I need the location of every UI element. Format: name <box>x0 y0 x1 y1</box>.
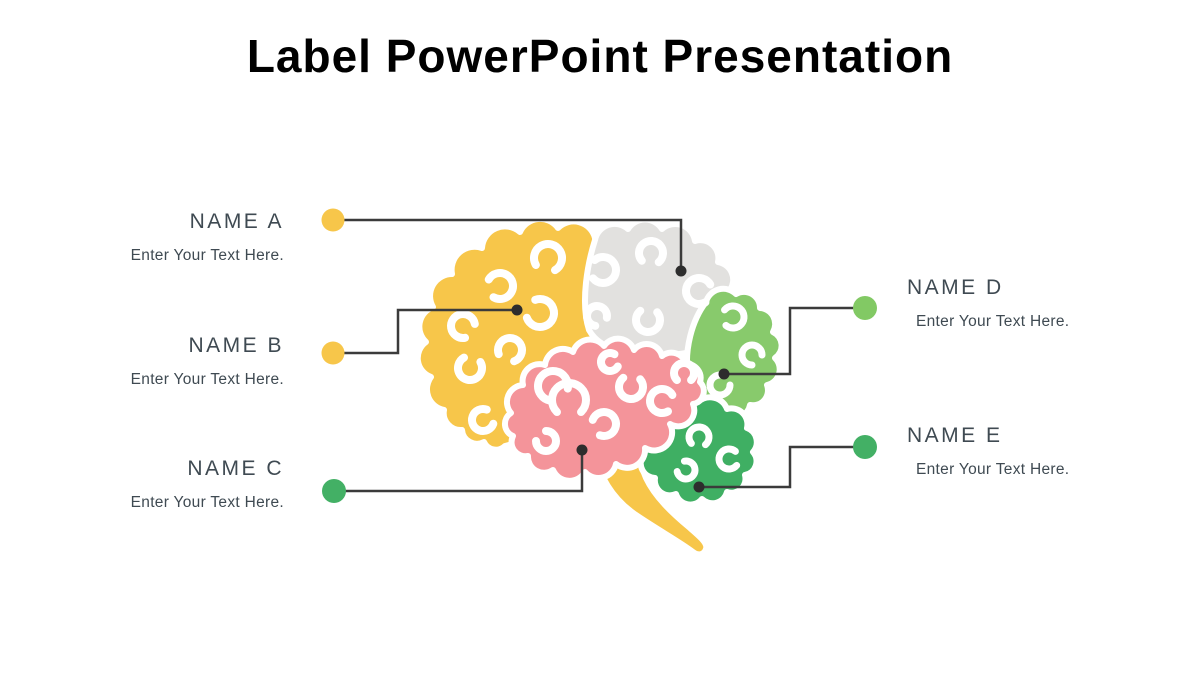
connector-b <box>321 304 523 365</box>
connector-c <box>322 444 588 503</box>
label-e-dot <box>853 435 877 459</box>
label-b-dot <box>321 341 345 365</box>
connector-a-endpoint-dot <box>675 265 687 277</box>
label-c: NAME C Enter Your Text Here. <box>131 456 284 512</box>
connector-b-endpoint-dot <box>511 304 523 316</box>
connector-d-endpoint-dot <box>718 368 730 380</box>
label-a-name: NAME A <box>189 210 284 233</box>
label-e-name: NAME E <box>907 424 1003 447</box>
connector-e <box>693 435 877 493</box>
label-b-description: Enter Your Text Here. <box>130 371 284 388</box>
occipital-lobe-sulci <box>706 302 766 399</box>
connector-e-endpoint-dot <box>693 481 705 493</box>
connector-b-line <box>333 308 517 355</box>
connector-c-endpoint-dot <box>576 444 588 456</box>
label-d: NAME D Enter Your Text Here. <box>907 275 1069 331</box>
connector-a-line <box>333 218 683 271</box>
label-a-dot <box>321 208 345 232</box>
slide-title: Label PowerPoint Presentation <box>246 30 954 82</box>
label-c-description: Enter Your Text Here. <box>130 494 284 511</box>
label-d-name: NAME D <box>907 276 1004 299</box>
label-d-description: Enter Your Text Here. <box>916 313 1070 330</box>
label-b: NAME B Enter Your Text Here. <box>131 333 284 389</box>
connector-c-line <box>334 450 584 493</box>
label-e: NAME E Enter Your Text Here. <box>907 423 1069 479</box>
label-e-description: Enter Your Text Here. <box>916 461 1070 478</box>
connector-d-line <box>724 306 865 376</box>
label-a-description: Enter Your Text Here. <box>130 247 284 264</box>
brain-graphic <box>414 215 785 558</box>
temporal-lobe-sulci <box>532 349 698 455</box>
parietal-lobe-sulci <box>583 237 715 336</box>
label-d-dot <box>853 296 877 320</box>
connector-e-line <box>699 445 865 489</box>
frontal-lobe-sulci <box>447 240 572 435</box>
label-b-name: NAME B <box>188 334 284 357</box>
label-a: NAME A Enter Your Text Here. <box>131 209 284 265</box>
label-c-dot <box>322 479 346 503</box>
connector-a <box>321 208 687 277</box>
cerebellum-sulci <box>673 423 741 483</box>
connectors <box>321 208 877 503</box>
connector-d <box>718 296 877 380</box>
label-c-name: NAME C <box>187 457 284 480</box>
